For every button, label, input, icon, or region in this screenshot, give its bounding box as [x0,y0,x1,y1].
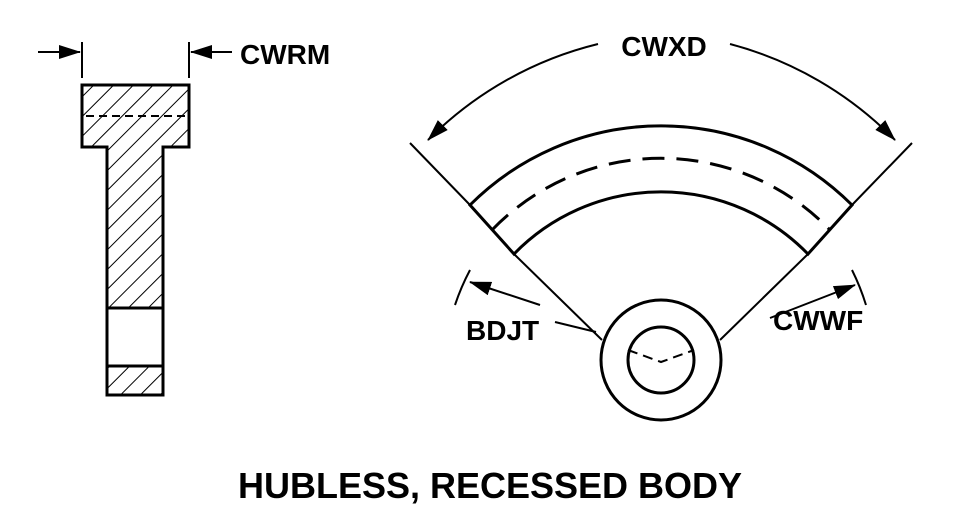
label-cwwf: CWWF [773,305,863,336]
label-cwrm: CWRM [240,39,330,70]
label-bdjt: BDJT [466,315,539,346]
caption: HUBLESS, RECESSED BODY [238,465,742,506]
side-view [38,42,232,397]
sector-view [409,43,913,422]
label-cwxd: CWXD [621,31,707,62]
